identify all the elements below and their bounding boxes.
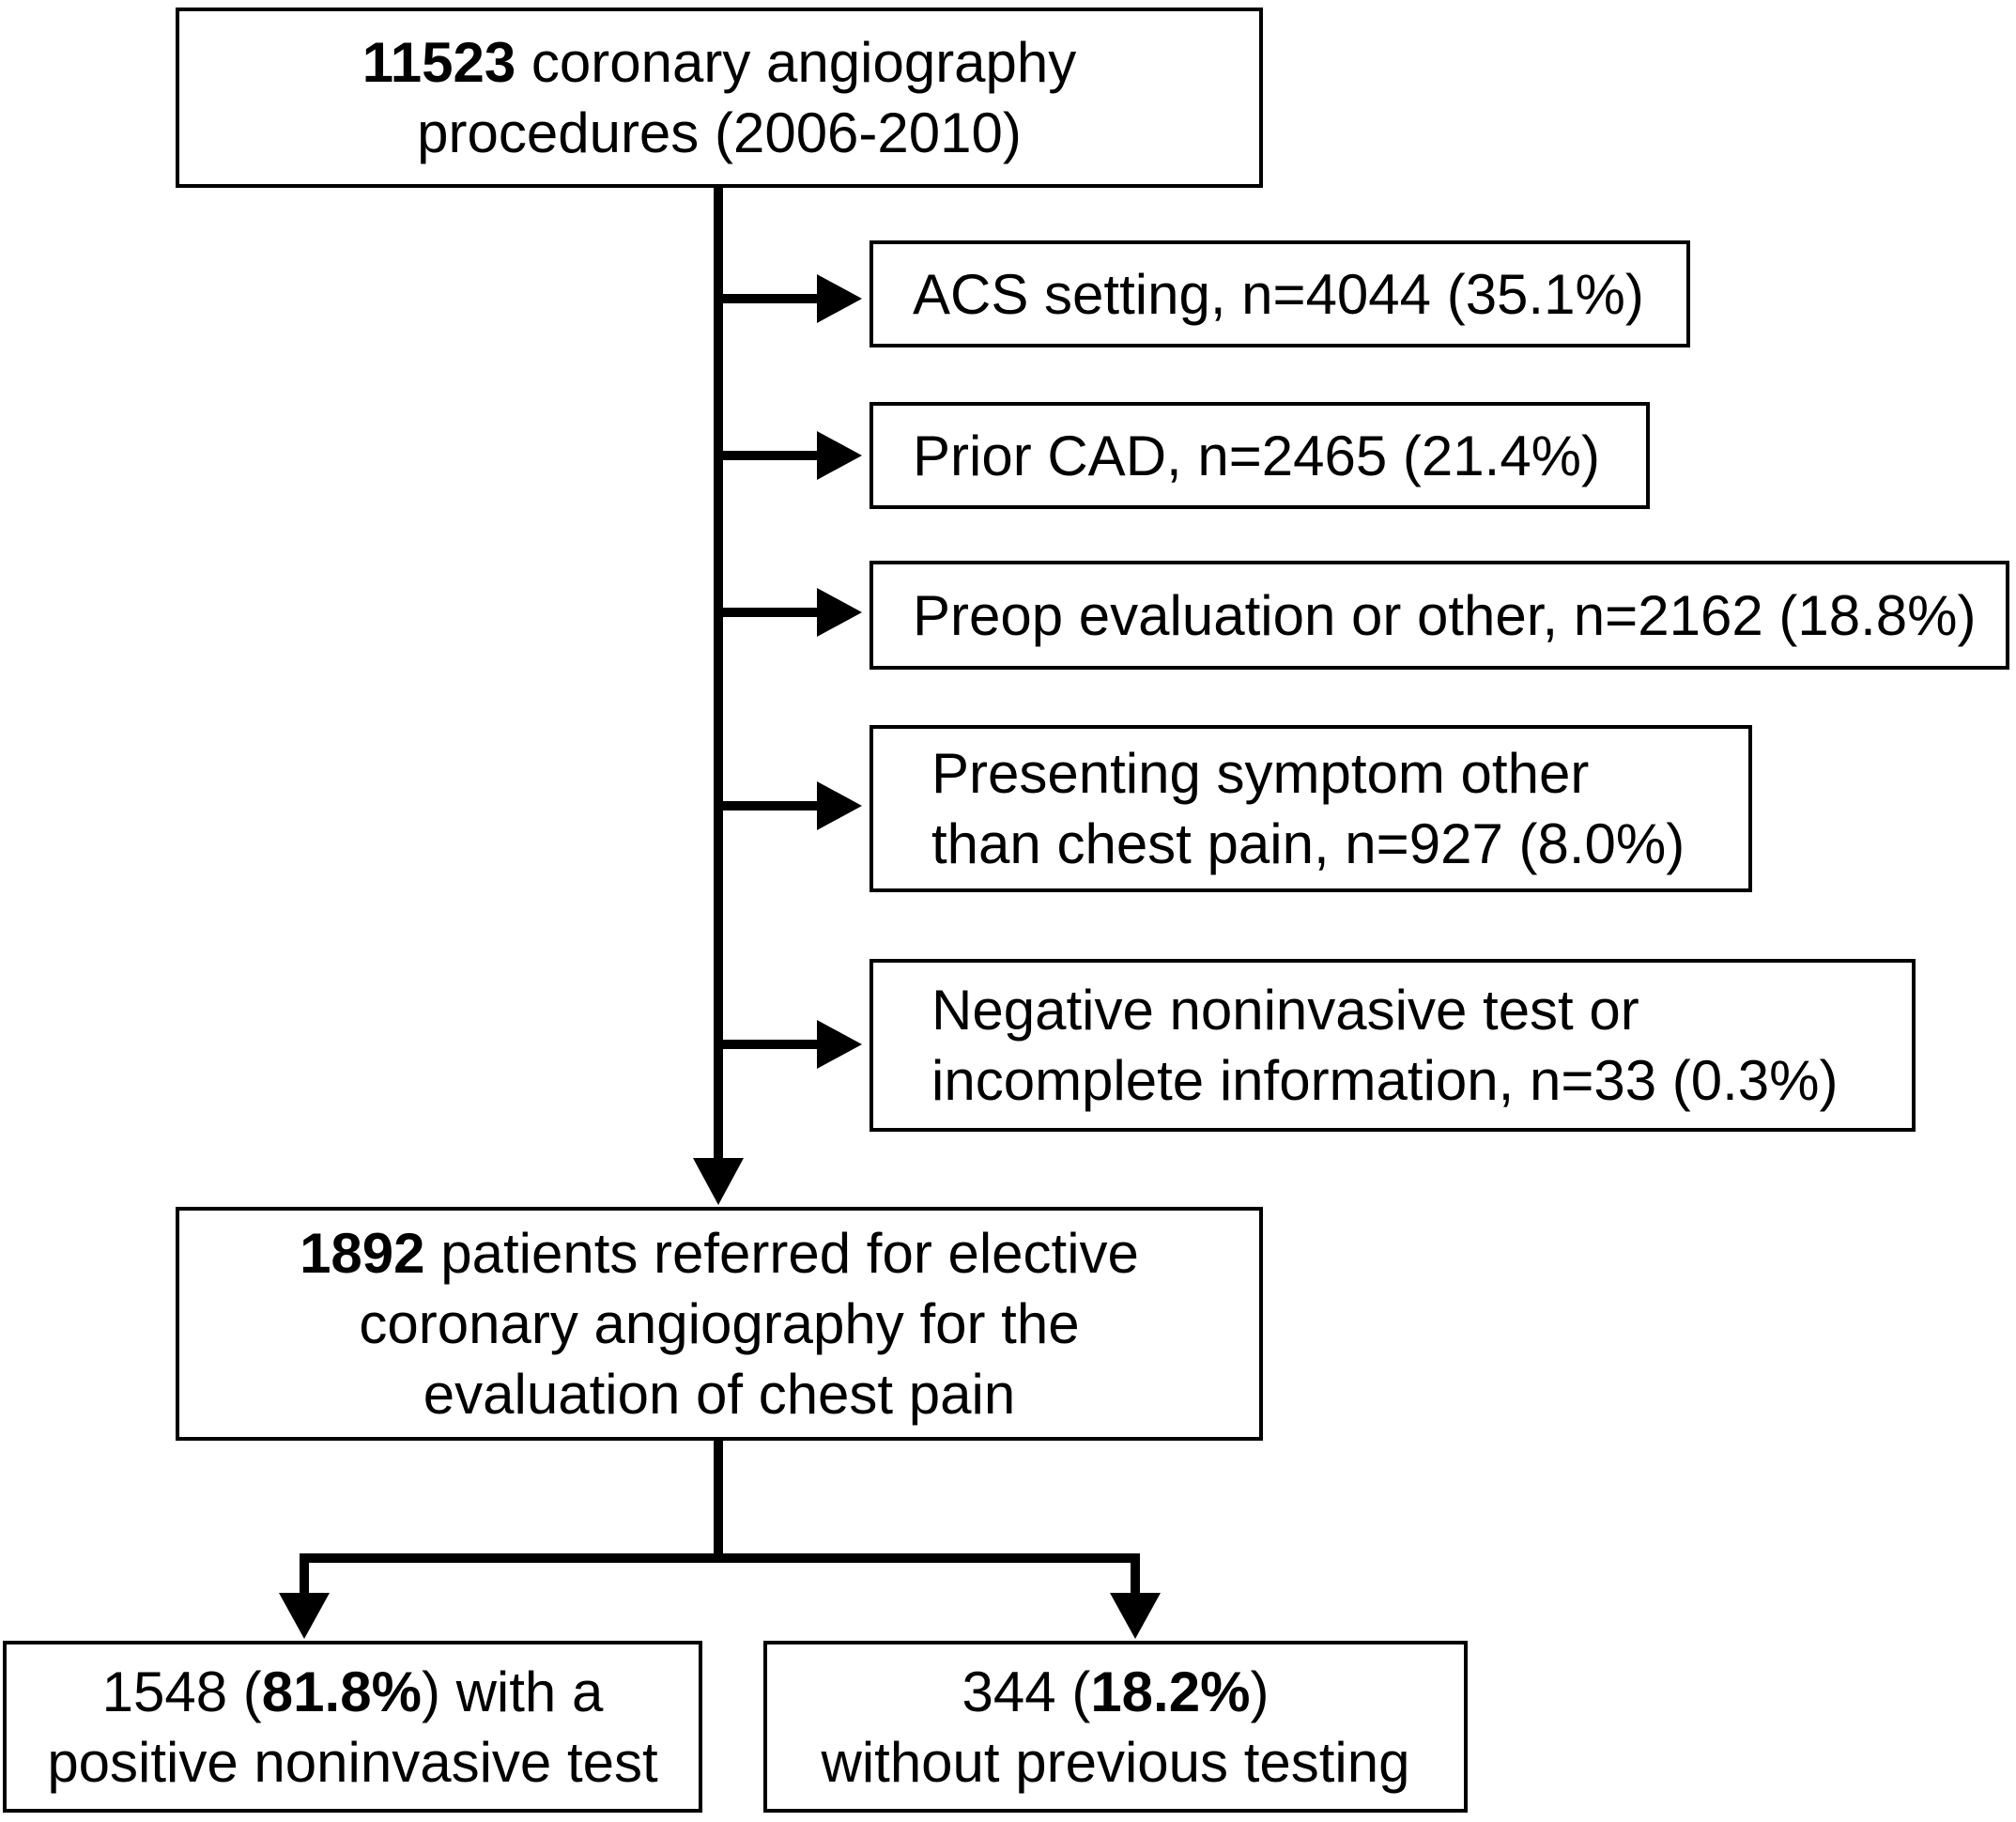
exclusion-box-preop: Preop evaluation or other, n=2162 (18.8%… xyxy=(869,561,2009,670)
exclusion-box-acs: ACS setting, n=4044 (35.1%) xyxy=(869,240,1690,347)
outcome-no-testing-line1-post: ) xyxy=(1250,1660,1270,1723)
exclusion-prior-cad-line1: Prior CAD, n=2465 (21.4%) xyxy=(913,424,1601,487)
arrow-to-prior-cad-head xyxy=(817,431,862,480)
exclusion-other-symptom-line2: than chest pain, n=927 (8.0%) xyxy=(931,812,1685,875)
exclusion-acs-line1: ACS setting, n=4044 (35.1%) xyxy=(913,262,1644,326)
arrow-to-acs xyxy=(718,274,862,323)
outcome-no-testing-line2: without previous testing xyxy=(821,1730,1410,1794)
exclusion-negative-test-line2: incomplete information, n=33 (0.3%) xyxy=(931,1049,1839,1112)
outcome-no-testing-box: 344 (18.2%) without previous testing xyxy=(763,1641,1468,1813)
cohort-line1-rest: patients referred for elective xyxy=(424,1222,1139,1285)
arrow-to-preop-head xyxy=(817,588,862,637)
arrow-to-negative-test-head xyxy=(817,1020,862,1069)
outcome-no-testing-count: 344 ( xyxy=(962,1660,1091,1723)
total-procedures-line1-rest: coronary angiography xyxy=(516,31,1077,94)
trunk-arrowhead xyxy=(693,1158,744,1205)
arrow-to-negative-test xyxy=(718,1020,862,1069)
arrow-to-other-symptom xyxy=(718,781,862,830)
outcome-positive-line1: 1548 (81.8%) with a xyxy=(102,1657,604,1727)
arrow-to-prior-cad xyxy=(718,431,862,480)
cohort-line2: coronary angiography for the xyxy=(359,1292,1080,1355)
outcome-positive-percent: 81.8% xyxy=(261,1660,422,1723)
outcome-no-testing-line1: 344 (18.2%) xyxy=(962,1657,1270,1727)
arrow-to-acs-head xyxy=(817,274,862,323)
outcome-positive-line2: positive noninvasive test xyxy=(47,1730,658,1794)
exclusion-preop-line1: Preop evaluation or other, n=2162 (18.8%… xyxy=(913,583,1977,647)
split-right-arrowhead xyxy=(1110,1593,1161,1639)
cohort-box: 1892 patients referred for elective coro… xyxy=(176,1207,1263,1441)
exclusion-other-symptom-line1: Presenting symptom other xyxy=(931,742,1590,805)
split-left-arrowhead xyxy=(279,1593,330,1639)
outcome-positive-line1-post: ) with a xyxy=(421,1660,604,1723)
exclusion-box-prior-cad: Prior CAD, n=2465 (21.4%) xyxy=(869,402,1650,509)
outcome-positive-count: 1548 ( xyxy=(101,1660,262,1723)
total-procedures-box: 11523 coronary angiography procedures (2… xyxy=(176,8,1263,188)
split-connector xyxy=(279,1441,1161,1639)
outcome-no-testing-percent: 18.2% xyxy=(1090,1660,1251,1723)
outcome-positive-test-box: 1548 (81.8%) with a positive noninvasive… xyxy=(3,1641,702,1813)
exclusion-box-negative-test: Negative noninvasive test or incomplete … xyxy=(869,959,1916,1132)
total-procedures-count: 11523 xyxy=(362,31,516,94)
cohort-count: 1892 xyxy=(300,1222,425,1285)
trunk-arrow xyxy=(693,186,744,1205)
cohort-line1: 1892 patients referred for elective xyxy=(300,1218,1139,1289)
total-procedures-line2: procedures (2006-2010) xyxy=(417,101,1022,164)
total-procedures-line1: 11523 coronary angiography xyxy=(362,27,1077,98)
arrow-to-preop xyxy=(718,588,862,637)
arrow-to-other-symptom-head xyxy=(817,781,862,830)
exclusion-negative-test-line1: Negative noninvasive test or xyxy=(931,979,1639,1042)
cohort-line3: evaluation of chest pain xyxy=(423,1363,1016,1426)
exclusion-box-other-symptom: Presenting symptom other than chest pain… xyxy=(869,725,1752,892)
